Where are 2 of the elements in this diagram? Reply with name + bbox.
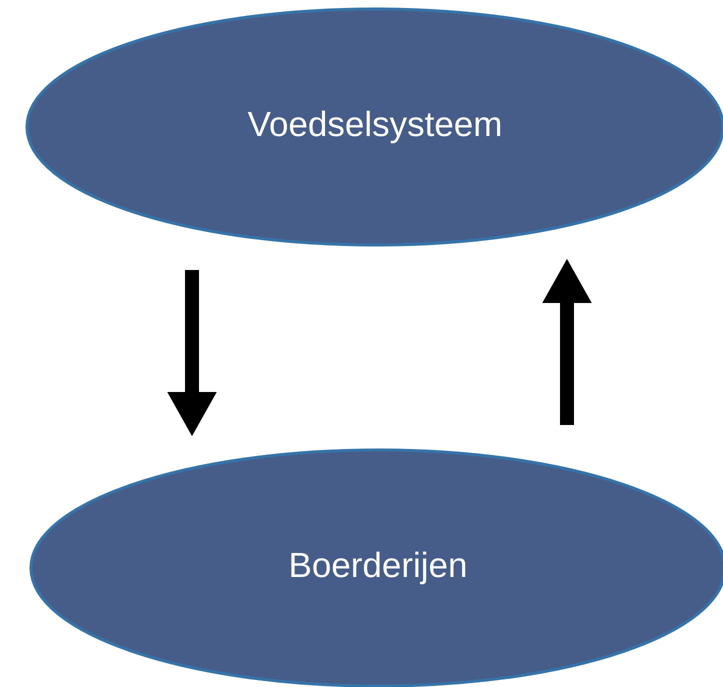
- ellipse-node: Voedselsysteem: [26, 8, 723, 246]
- ellipse-node: Boerderijen: [30, 448, 723, 687]
